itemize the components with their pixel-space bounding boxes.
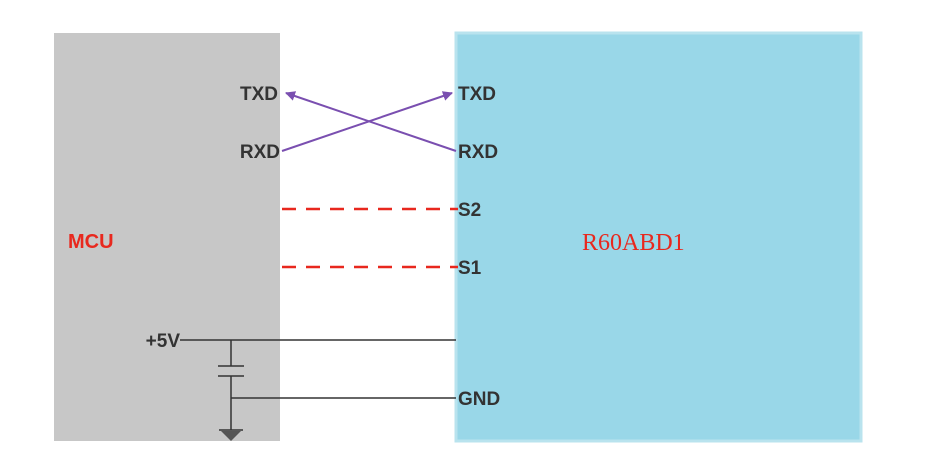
module-rxd-to-mcu-txd-line xyxy=(285,91,457,152)
mcu-txd-label: TXD xyxy=(240,84,278,105)
power-5v-label: +5V xyxy=(146,331,181,352)
module-rxd-label: RXD xyxy=(458,142,498,163)
mcu-rxd-to-module-txd-line xyxy=(281,91,453,152)
ground-icon xyxy=(219,429,243,441)
module-s2-label: S2 xyxy=(458,200,481,221)
module-gnd-label: GND xyxy=(458,389,500,410)
mcu-name: MCU xyxy=(68,231,114,253)
module-block xyxy=(454,31,863,443)
module-txd-label: TXD xyxy=(458,84,496,105)
mcu-rxd-label: RXD xyxy=(240,142,280,163)
mcu-block xyxy=(54,33,280,441)
module-name: R60ABD1 xyxy=(582,230,685,256)
capacitor-symbol xyxy=(218,340,244,430)
module-s1-label: S1 xyxy=(458,258,482,279)
